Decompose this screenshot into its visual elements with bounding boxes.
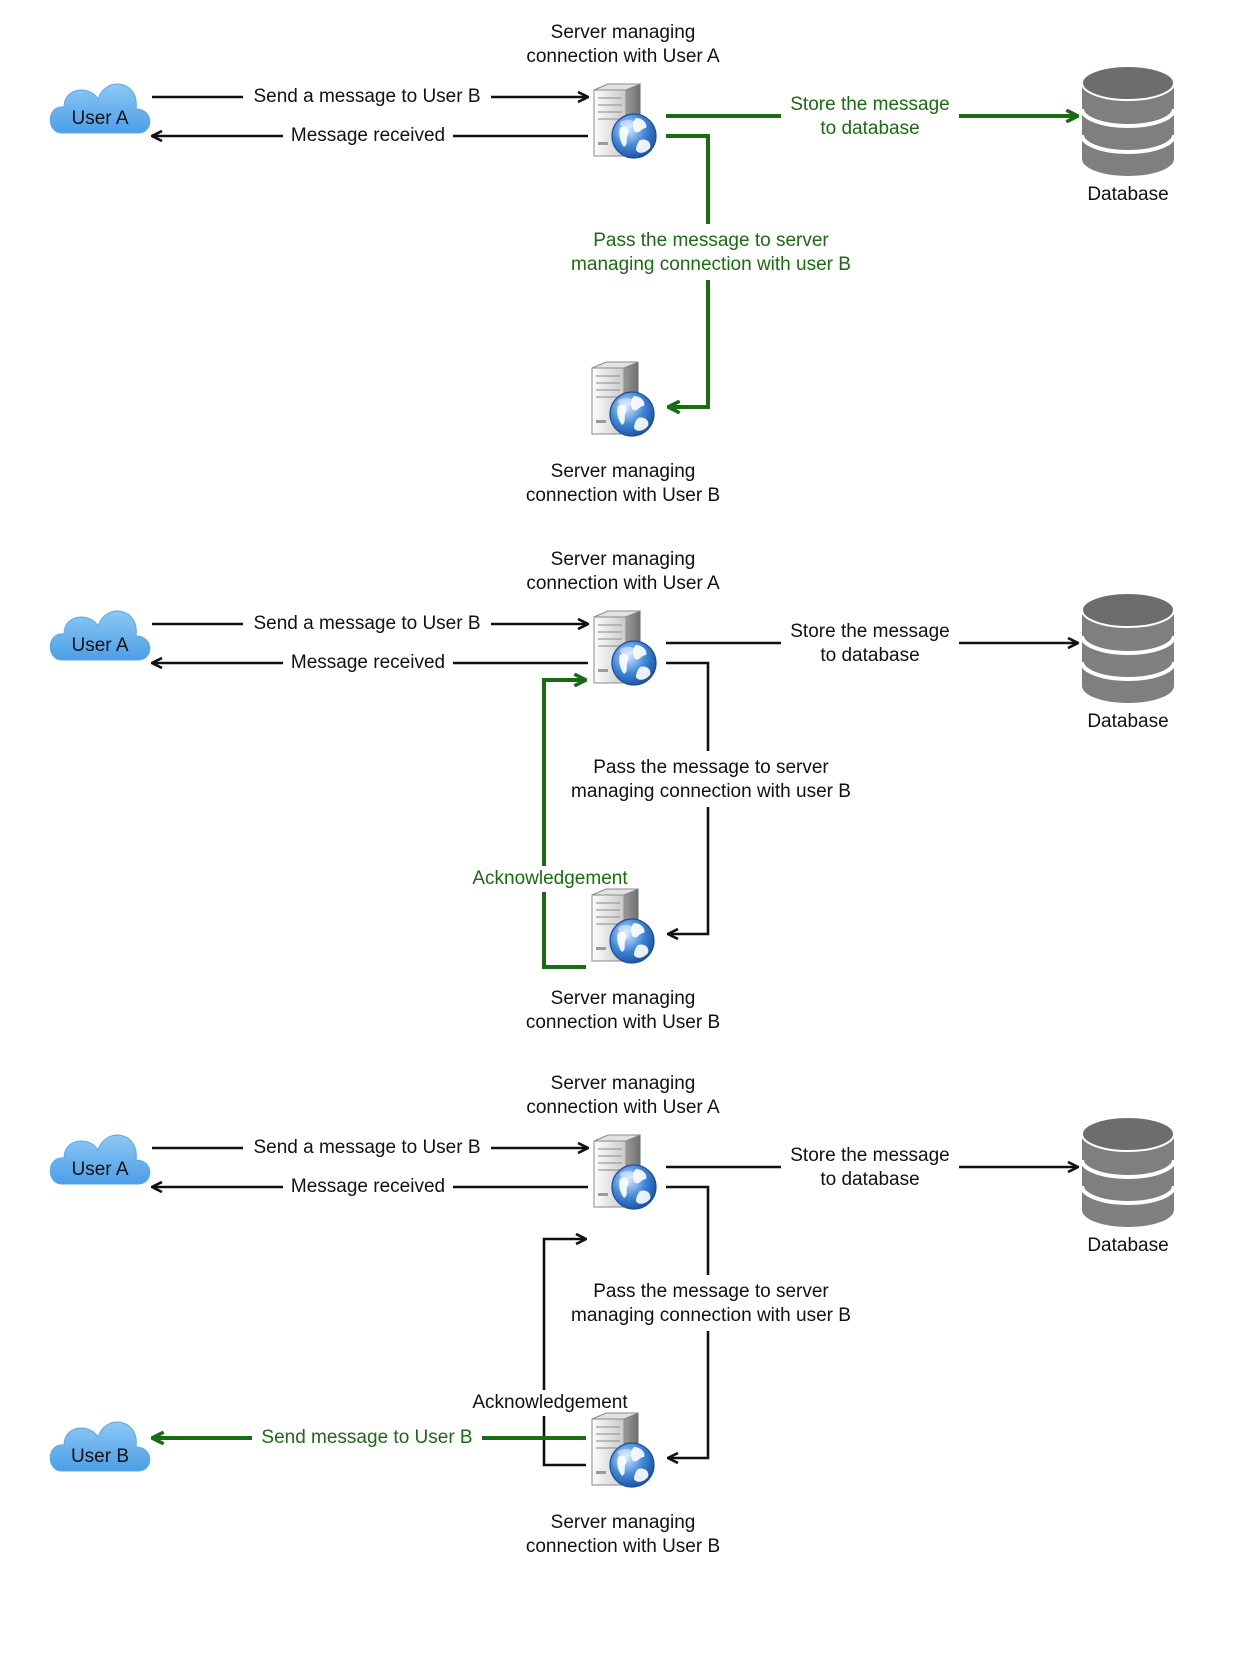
ack-label: Acknowledgement [472, 1392, 628, 1413]
received-label: Message received [291, 652, 445, 673]
pass-label: Pass the message to server managing conne… [571, 757, 851, 802]
server-b-caption-line-1: Server managing [551, 988, 696, 1009]
pass-label-line-1: Pass the message to server [593, 1281, 829, 1302]
server-b-caption-line-2: connection with User B [526, 485, 720, 506]
store-label-line-2: to database [820, 1169, 919, 1190]
database-node-label: Database [1087, 184, 1168, 205]
database-node-label: Database [1087, 711, 1168, 732]
received-label-line-1: Message received [291, 1176, 445, 1197]
panel-3: Send a message to User B Message received… [49, 1073, 1176, 1557]
server-b-caption-line-1: Server managing [551, 461, 696, 482]
server-b-web-server-icon [591, 888, 655, 964]
server-b-web-server-icon [591, 1412, 655, 1488]
received-label-line-1: Message received [291, 652, 445, 673]
user-a-node-label: User A [71, 635, 128, 656]
server-a-caption-line-1: Server managing [551, 22, 696, 43]
store-label: Store the message to database [790, 621, 949, 666]
received-label: Message received [291, 1176, 445, 1197]
user-a-node: User A [49, 1134, 151, 1185]
server-a-caption: Server managing connection with User A [526, 22, 720, 67]
panel-2: Send a message to User B Message received… [49, 549, 1176, 1033]
database-node-label: Database [1087, 1235, 1168, 1256]
received-label-line-1: Message received [291, 125, 445, 146]
server-a-caption: Server managing connection with User A [526, 1073, 720, 1118]
cloud-icon [49, 610, 151, 661]
received-label: Message received [291, 125, 445, 146]
server-a-caption-line-2: connection with User A [526, 1097, 720, 1118]
cloud-shape [49, 1134, 151, 1185]
send-label: Send a message to User B [253, 86, 480, 107]
server-b-caption-line-2: connection with User B [526, 1012, 720, 1033]
pass-label: Pass the message to server managing conne… [571, 230, 851, 275]
server-b-caption: Server managing connection with User B [526, 988, 720, 1033]
ack-label: Acknowledgement [472, 868, 628, 889]
server-b-caption: Server managing connection with User B [526, 1512, 720, 1557]
database-icon [1080, 592, 1176, 703]
server-a-caption-line-2: connection with User A [526, 573, 720, 594]
pass-label-line-2: managing connection with user B [571, 1305, 851, 1326]
ack-arrow [542, 1239, 586, 1467]
user-b-node-label: User B [71, 1446, 129, 1467]
panel-1: Send a message to User B Message received… [49, 22, 1176, 506]
send-label-line-1: Send a message to User B [253, 613, 480, 634]
user-b-node: User B [49, 1421, 151, 1472]
database-node: Database [1080, 65, 1176, 205]
store-label-line-1: Store the message [790, 94, 949, 115]
user-a-node: User A [49, 610, 151, 661]
server-a-caption-line-2: connection with User A [526, 46, 720, 67]
cloud-shape [49, 1421, 151, 1472]
store-label-line-1: Store the message [790, 621, 949, 642]
cloud-icon [49, 1134, 151, 1185]
send-label-line-1: Send a message to User B [253, 1137, 480, 1158]
server-b-caption-line-1: Server managing [551, 1512, 696, 1533]
send-user-b-label-line-1: Send message to User B [261, 1427, 472, 1448]
ack-label-line-1: Acknowledgement [472, 868, 628, 889]
send-label: Send a message to User B [253, 1137, 480, 1158]
pass-label-line-1: Pass the message to server [593, 757, 829, 778]
send-user-b-label: Send message to User B [261, 1427, 472, 1448]
pass-label-line-2: managing connection with user B [571, 254, 851, 275]
ack-arrow [542, 680, 586, 969]
server-a-web-server-icon [593, 610, 657, 686]
server-a-caption-line-1: Server managing [551, 549, 696, 570]
store-label: Store the message to database [790, 94, 949, 139]
pass-label: Pass the message to server managing conne… [571, 1281, 851, 1326]
store-label-line-1: Store the message [790, 1145, 949, 1166]
server-b-caption: Server managing connection with User B [526, 461, 720, 506]
cloud-icon [49, 83, 151, 134]
store-label-line-2: to database [820, 645, 919, 666]
send-label: Send a message to User B [253, 613, 480, 634]
user-a-node-label: User A [71, 1159, 128, 1180]
database-icon [1080, 1116, 1176, 1227]
user-a-node: User A [49, 83, 151, 134]
store-label-line-2: to database [820, 118, 919, 139]
database-icon [1080, 65, 1176, 176]
server-b-caption-line-2: connection with User B [526, 1536, 720, 1557]
cloud-shape [49, 83, 151, 134]
server-a-caption-line-1: Server managing [551, 1073, 696, 1094]
cloud-icon [49, 1421, 151, 1472]
cloud-shape [49, 610, 151, 661]
pass-label-line-1: Pass the message to server [593, 230, 829, 251]
server-a-web-server-icon [593, 1134, 657, 1210]
database-node: Database [1080, 592, 1176, 732]
user-a-node-label: User A [71, 108, 128, 129]
pass-label-line-2: managing connection with user B [571, 781, 851, 802]
ack-label-line-1: Acknowledgement [472, 1392, 628, 1413]
server-a-web-server-icon [593, 83, 657, 159]
send-label-line-1: Send a message to User B [253, 86, 480, 107]
database-node: Database [1080, 1116, 1176, 1256]
store-label: Store the message to database [790, 1145, 949, 1190]
server-a-caption: Server managing connection with User A [526, 549, 720, 594]
server-b-web-server-icon [591, 361, 655, 437]
